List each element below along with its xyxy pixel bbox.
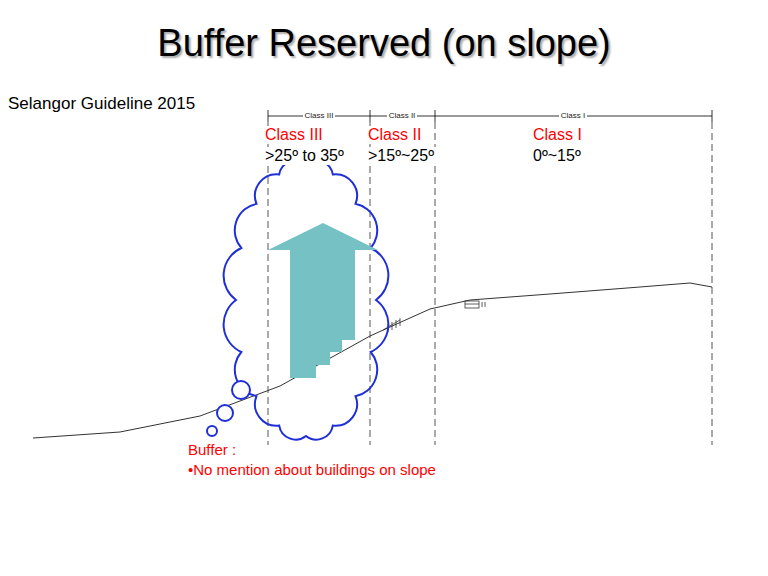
dimension-line	[268, 110, 712, 122]
thought-cloud	[224, 160, 389, 439]
dimension-label: Class III	[303, 111, 336, 120]
ground-profile	[33, 283, 712, 438]
thought-bubble	[207, 381, 250, 436]
guideline-note: Selangor Guideline 2015	[8, 94, 195, 114]
class-name: Class III	[263, 126, 325, 144]
buffer-note: •No mention about buildings on slope	[188, 461, 436, 478]
building-symbol	[465, 301, 485, 308]
class-boundary	[268, 122, 712, 445]
retaining-wall-symbol	[383, 318, 400, 332]
buffer-note: Buffer :	[188, 441, 236, 458]
class-name: Class I	[531, 126, 584, 144]
slope-range: >25º to 35º	[263, 147, 346, 165]
slope-range: 0º~15º	[531, 147, 583, 165]
dimension-label: Class I	[559, 111, 587, 120]
dimension-label: Class II	[387, 111, 418, 120]
class-name: Class II	[366, 126, 423, 144]
slope-range: >15º~25º	[366, 147, 436, 165]
up-arrow	[268, 223, 378, 378]
slide-title: Buffer Reserved (on slope)	[157, 22, 610, 66]
